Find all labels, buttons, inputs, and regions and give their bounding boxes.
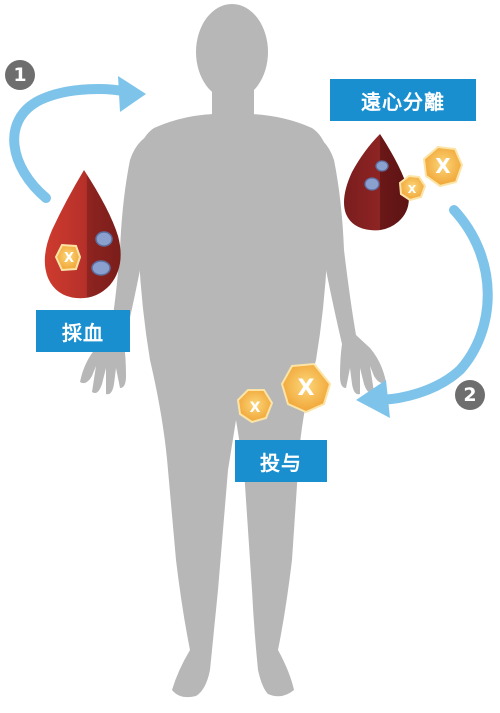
hexagon-x-label: X <box>408 183 417 196</box>
hexagon-x-label: X <box>435 154 451 178</box>
administer-label: 投与 <box>235 440 327 482</box>
hexagon-x-icon: X <box>280 362 332 414</box>
hexagon-x-icon: X <box>422 145 464 188</box>
blood-cell-icon <box>375 160 389 172</box>
hexagon-x-icon: X <box>398 174 427 202</box>
blood-drop-icon: X <box>44 170 121 299</box>
blood-cell-icon <box>95 231 113 247</box>
hexagon-x-label: X <box>64 251 74 266</box>
blood-drop-icon <box>344 134 409 231</box>
curved-arrow-icon <box>9 76 146 203</box>
step-2-badge: 2 <box>455 380 485 410</box>
hexagon-x-icon: X <box>54 243 82 272</box>
hexagon-x-icon: X <box>236 389 274 424</box>
hexagon-x-label: X <box>298 376 315 401</box>
blood-draw-label: 採血 <box>36 310 130 352</box>
centrifuge-label: 遠心分離 <box>330 79 476 121</box>
curved-arrow-icon <box>356 205 493 418</box>
blood-cell-icon <box>364 177 380 191</box>
step-1-badge: 1 <box>5 60 35 90</box>
blood-cell-icon <box>91 260 111 276</box>
hexagon-x-label: X <box>250 400 261 416</box>
